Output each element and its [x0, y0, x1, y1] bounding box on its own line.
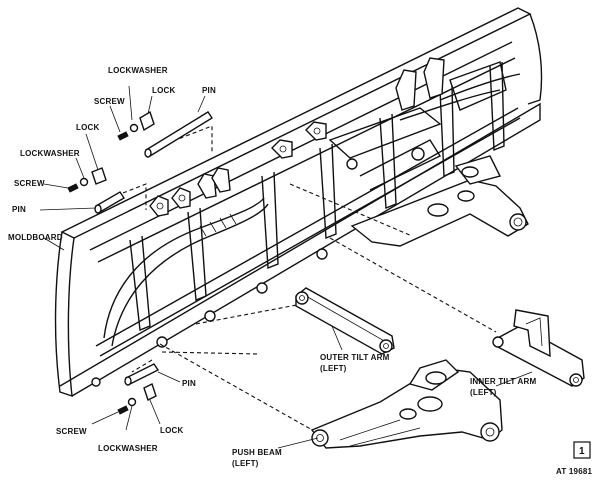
label-screw-left: SCREW: [14, 179, 45, 188]
label-lock-top: LOCK: [152, 86, 175, 95]
moldboard-cutting-edge: [59, 102, 541, 397]
upper-lock: [139, 110, 155, 132]
label-lockwasher-top: LOCKWASHER: [108, 66, 168, 75]
inner-tilt-arm: [492, 309, 585, 387]
label-lock-left: LOCK: [76, 123, 99, 132]
label-pin-top: PIN: [202, 86, 216, 95]
outer-arm-leader: [331, 325, 343, 351]
label-lock-bottom: LOCK: [160, 426, 183, 435]
label-pin-left: PIN: [12, 205, 26, 214]
bottom-lock: [143, 383, 157, 401]
label-screw-top: SCREW: [94, 97, 125, 106]
hose-braid: [199, 213, 237, 237]
bottom-screw: [117, 405, 129, 415]
label-outer-tilt-arm-2: (LEFT): [320, 364, 347, 373]
bottom-lockwasher: [127, 397, 137, 407]
left-lockwasher: [79, 177, 89, 187]
label-inner-tilt-arm-1: INNER TILT ARM: [470, 377, 536, 386]
hydraulic-hose-1: [111, 203, 269, 347]
upper-lockwasher: [129, 123, 139, 133]
upper-pin: [145, 111, 213, 157]
figure-number-box: [573, 441, 591, 459]
bottom-hardware-group: [91, 363, 181, 431]
frame-bottom-rail-inner: [95, 107, 519, 347]
label-outer-tilt-arm-1: OUTER TILT ARM: [320, 353, 390, 362]
left-lock: [91, 167, 107, 185]
frame-bottom-rail: [99, 117, 521, 357]
right-tilt-structure: [328, 57, 521, 191]
figure-number: 1: [579, 446, 585, 457]
assembly-lines: [109, 125, 497, 441]
inner-arm-leader: [495, 371, 533, 387]
label-screw-bottom: SCREW: [56, 427, 87, 436]
mounting-lugs: [149, 121, 327, 217]
label-lockwasher-bottom: LOCKWASHER: [98, 444, 158, 453]
left-push-beam: [310, 359, 503, 449]
hydraulic-hose-2: [103, 197, 265, 339]
label-lockwasher-left: LOCKWASHER: [20, 149, 80, 158]
frame-top-rail-inner: [97, 57, 516, 263]
left-screw: [67, 183, 79, 193]
outer-tilt-arm: [295, 287, 395, 355]
upper-screw: [117, 131, 129, 141]
label-pin-bottom: PIN: [182, 379, 196, 388]
label-push-beam-2: (LEFT): [232, 459, 259, 468]
bottom-hinges: [91, 248, 328, 387]
figure-code: AT 19681: [556, 467, 592, 476]
label-inner-tilt-arm-2: (LEFT): [470, 388, 497, 397]
push-beam-leader: [277, 437, 319, 449]
moldboard-assembly: [54, 7, 543, 398]
right-push-beam: [350, 155, 529, 247]
label-push-beam-1: PUSH BEAM: [232, 448, 282, 457]
moldboard-right-end: [527, 13, 543, 105]
left-hardware-group: [39, 133, 125, 251]
label-moldboard: MOLDBOARD: [8, 233, 63, 242]
top-hardware-group: [109, 85, 213, 158]
moldboard-left-end: [54, 231, 75, 398]
